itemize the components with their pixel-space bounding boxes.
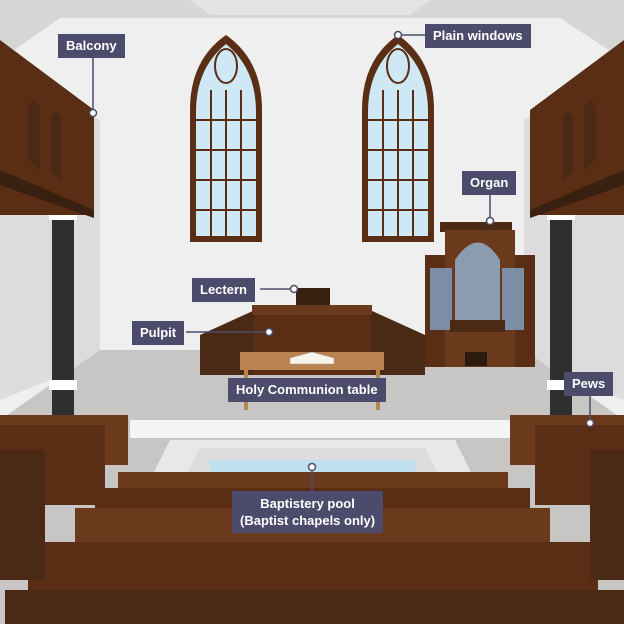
- label-balcony: Balcony: [58, 34, 125, 58]
- balcony-right: [530, 40, 624, 218]
- organ: [425, 222, 535, 367]
- window-left: [190, 35, 262, 242]
- label-pews: Pews: [564, 372, 614, 396]
- label-organ: Organ: [462, 171, 517, 195]
- window-right: [362, 35, 434, 242]
- baptistery-line1: Baptistery pool: [260, 496, 355, 511]
- label-pulpit: Pulpit: [132, 321, 185, 345]
- baptistery-line2: (Baptist chapels only): [240, 513, 376, 528]
- lectern: [296, 288, 330, 305]
- label-plain-windows: Plain windows: [425, 24, 531, 48]
- label-communion-table: Holy Communion table: [228, 378, 386, 402]
- label-lectern: Lectern: [192, 278, 255, 302]
- columns: [49, 210, 575, 420]
- label-baptistery-pool: Baptistery pool (Baptist chapels only): [232, 491, 384, 533]
- balcony-left: [0, 40, 94, 218]
